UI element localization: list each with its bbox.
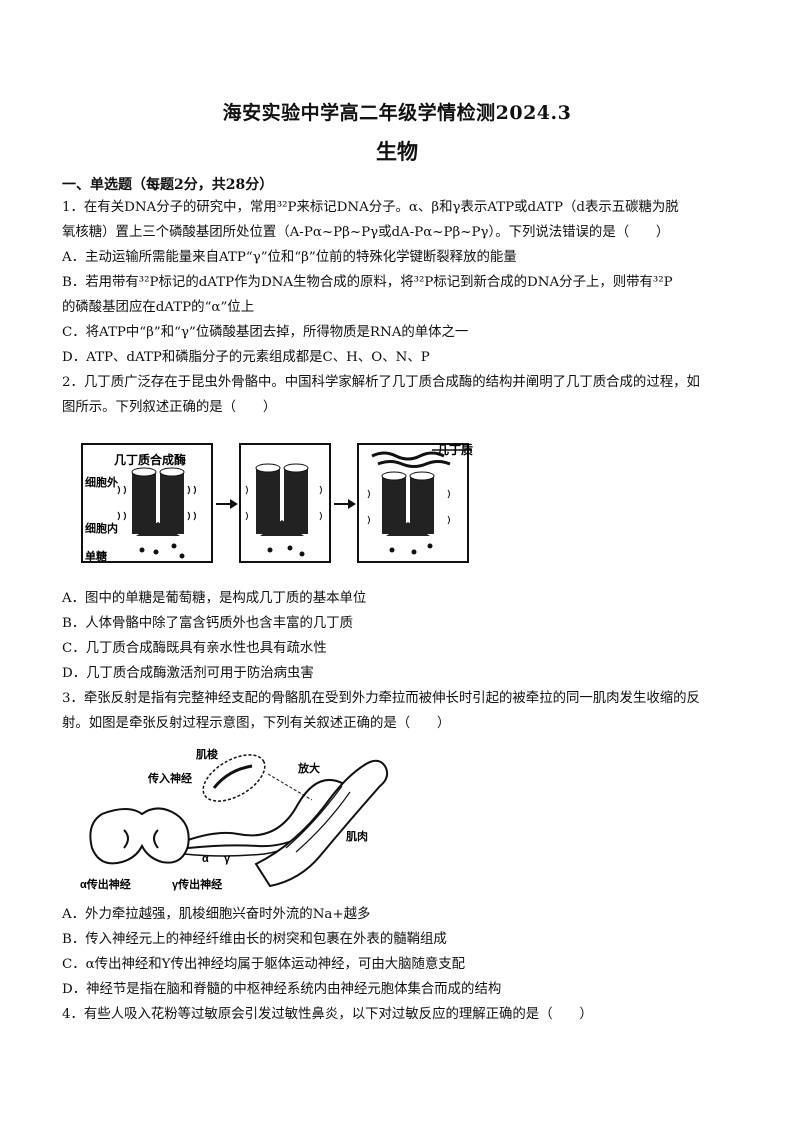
q3-stem-line1: 3．牵张反射是指有完整神经支配的骨骼肌在受到外力牵拉而被伸长时引起的被牵拉的同一…: [62, 691, 700, 706]
q2-stem-line1: 2．几丁质广泛存在于昆虫外骨骼中。中国科学家解析了几丁质合成酶的结构并阐明了几丁…: [62, 375, 700, 390]
subject-title: 生物: [376, 139, 418, 164]
q1-option-a: A．主动运输所需能量来自ATP“γ”位和“β”位前的特殊化学键断裂释放的能量: [62, 250, 517, 265]
label-enzyme: 几丁质合成酶: [114, 452, 186, 467]
q1-stem-line1: 1．在有关DNA分子的研究中，常用³²P来标记DNA分子。α、β和γ表示ATP或…: [62, 200, 679, 215]
label-inside: 细胞内: [85, 521, 118, 535]
q1-stem-line2: 氧核糖）置上三个磷酸基团所处位置（A-Pα~Pβ~Pγ或dA-Pα~Pβ~Pγ）…: [62, 225, 670, 240]
label-gamma: γ: [224, 853, 231, 865]
q1-option-b-line2: 的磷酸基团应在dATP的“α”位上: [62, 300, 255, 315]
panel-3-frame: [357, 443, 469, 563]
section-heading: 一、单选题（每题2分，共28分）: [62, 177, 274, 193]
q2-option-a: A．图中的单糖是葡萄糖，是构成几丁质的基本单位: [62, 591, 367, 606]
enzyme-1: [131, 467, 185, 536]
muscle-shape: [254, 759, 389, 888]
q3-option-a: A．外力牵拉越强，肌梭细胞兴奋时外流的Na+越多: [62, 907, 371, 922]
label-outside: 细胞外: [85, 475, 118, 489]
enzyme-3: [367, 471, 450, 536]
q3-option-b: B．传入神经元上的神经纤维由长的树突和包裹在外表的髓鞘组成: [62, 932, 447, 947]
label-spindle: 肌梭: [195, 747, 219, 761]
spindle-magnified: [202, 754, 266, 802]
q2-option-d: D．几丁质合成酶激活剂可用于防治病虫害: [62, 666, 314, 681]
q1-option-b-line1: B．若用带有³²P标记的dATP作为DNA生物合成的原料，将³²P标记到新合成的…: [62, 275, 673, 290]
q2-option-b: B．人体骨骼中除了富含钙质外也含丰富的几丁质: [62, 616, 354, 631]
q2-stem-line2: 图所示。下列叙述正确的是（ ）: [62, 400, 277, 415]
panel-2-frame: [239, 443, 331, 563]
q1-option-c: C．将ATP中“β”和“γ”位磷酸基团去掉，所得物质是RNA的单体之一: [62, 325, 469, 340]
exam-title: 海安实验中学高二年级学情检测2024.3: [222, 102, 572, 124]
panel-1-frame: [81, 443, 213, 563]
afferent-nerve-path: [187, 779, 345, 841]
q3-stem-line2: 射。如图是牵张反射过程示意图，下列有关叙述正确的是（ ）: [62, 716, 451, 731]
spinal-cord: [89, 807, 190, 865]
label-alpha-efferent: α传出神经: [80, 877, 131, 891]
chitin-chain: [371, 451, 445, 461]
q3-option-c: C．α传出神经和Y传出神经均属于躯体运动神经，可由大脑随意支配: [62, 957, 466, 972]
stretch-reflex-figure: 肌梭 传入神经 放大 肌肉 α γ α传出神经 γ传出神经: [80, 747, 389, 891]
label-alpha: α: [202, 853, 209, 865]
label-afferent: 传入神经: [147, 771, 192, 785]
q1-option-d: D．ATP、dATP和磷脂分子的元素组成都是C、H、O、N、P: [62, 350, 430, 365]
q3-option-d: D．神经节是指在脑和脊髓的中枢神经系统内由神经元胞体集合而成的结构: [62, 982, 502, 997]
q4-stem-line1: 4．有些人吸入花粉等过敏原会引发过敏性鼻炎，以下对过敏反应的理解正确的是（ ）: [62, 1007, 593, 1022]
label-gamma-efferent: γ传出神经: [172, 877, 222, 891]
label-muscle: 肌肉: [345, 829, 368, 843]
enzyme-2: [245, 463, 322, 536]
chitin-synthase-figure: 几丁质合成酶 细胞外 细胞内 单糖 几丁质: [81, 442, 473, 563]
label-magnify: 放大: [297, 761, 320, 775]
membrane-left: [117, 485, 197, 521]
label-chitin: 几丁质: [437, 442, 473, 457]
label-monosaccharide: 单糖: [85, 549, 107, 563]
q2-option-c: C．几丁质合成酶既具有亲水性也具有疏水性: [62, 641, 327, 656]
